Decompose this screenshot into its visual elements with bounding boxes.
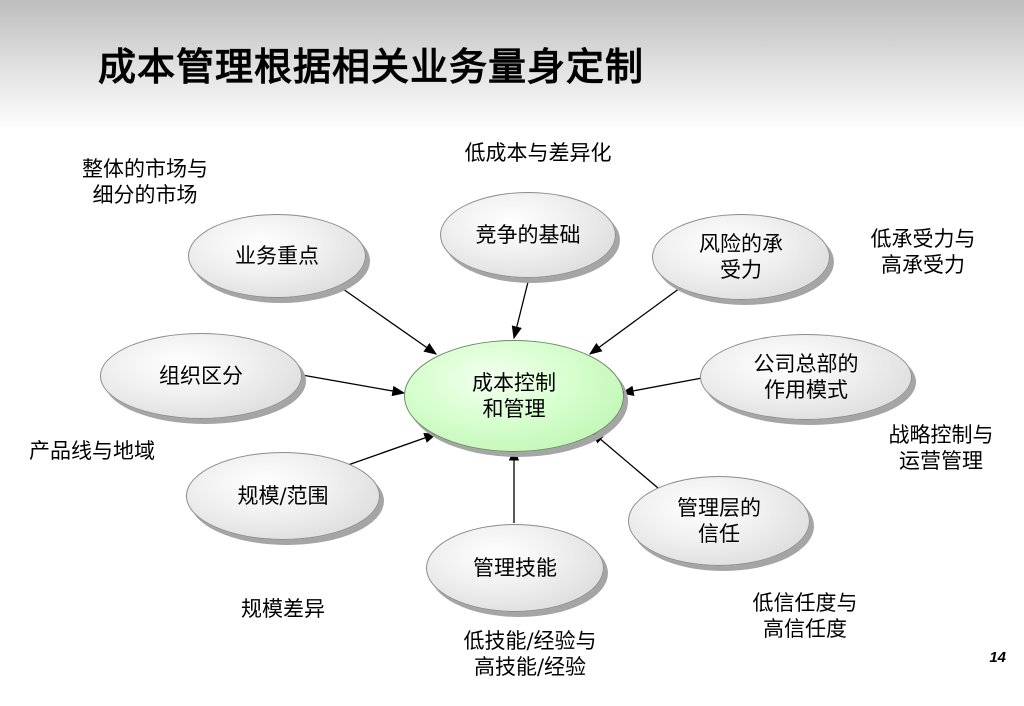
label-scale-diff: 规模差异 [241, 597, 325, 621]
node-mgmt-skills: 管理技能 [426, 524, 604, 612]
page-title: 成本管理根据相关业务量身定制 [98, 45, 645, 89]
arrow-competition-basis [511, 281, 529, 340]
label-cost-diff: 低成本与差异化 [464, 141, 612, 165]
arrow-org-division [301, 374, 406, 397]
node-competition-basis: 竞争的基础 [440, 192, 616, 278]
arrow-hq-role [620, 377, 703, 396]
page-number: 14 [989, 649, 1006, 666]
label-skill-level: 低技能/经验与 高技能/经验 [463, 629, 597, 679]
arrow-business-focus [342, 288, 438, 355]
label-product-region: 产品线与地域 [29, 439, 155, 463]
node-scale-scope: 规模/范围 [186, 452, 380, 540]
label-trust-level: 低信任度与 高信任度 [752, 591, 858, 641]
node-risk-tolerance: 风险的承 受力 [652, 214, 830, 300]
node-hq-role: 公司总部的 作用模式 [700, 334, 912, 420]
label-strategy-ops: 战略控制与 运营管理 [888, 423, 994, 473]
node-mgmt-trust: 管理层的 信任 [628, 476, 810, 566]
node-business-focus: 业务重点 [188, 214, 366, 298]
arrow-mgmt-trust [591, 431, 659, 489]
node-org-division: 组织区分 [100, 333, 302, 419]
label-tolerance: 低承受力与 高承受力 [870, 227, 976, 277]
node-cost-control-center: 成本控制 和管理 [404, 340, 624, 452]
arrow-risk-tolerance [588, 287, 681, 355]
arrow-scale-scope [347, 432, 438, 466]
label-market: 整体的市场与 细分的市场 [82, 157, 208, 207]
